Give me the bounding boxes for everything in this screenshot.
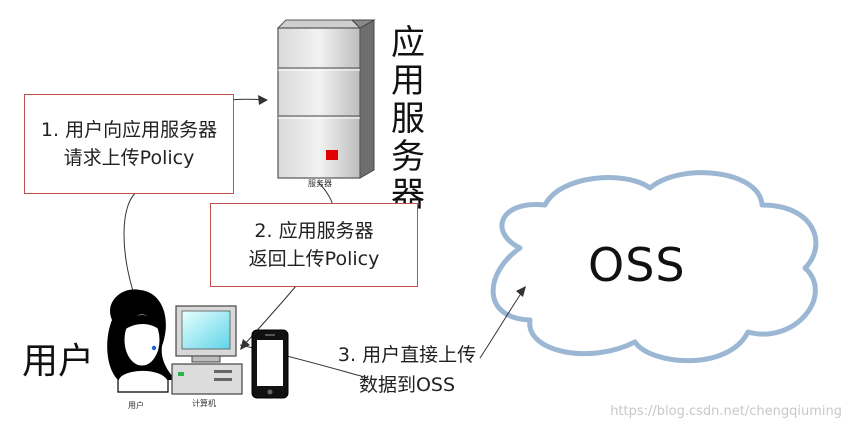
server-label-char: 用 — [391, 61, 425, 101]
computer-caption: 计算机 — [192, 399, 216, 408]
step1-box: 1. 用户向应用服务器 请求上传Policy — [24, 94, 234, 194]
computer-icon — [171, 305, 243, 395]
server-caption: 服务器 — [308, 179, 332, 188]
step2-line2: 返回上传Policy — [248, 248, 380, 270]
server-vertical-label: 应 用 服 务 器 — [388, 24, 428, 214]
step3-text: 3. 用户直接上传 数据到OSS — [322, 340, 492, 400]
step2-line1: 2. 应用服务器 — [254, 220, 374, 242]
step1-line2: 请求上传Policy — [63, 147, 195, 169]
step3-line2: 数据到OSS — [358, 374, 456, 396]
watermark: https://blog.csdn.net/chengqiuming — [610, 404, 842, 419]
step1-line1: 1. 用户向应用服务器 — [40, 119, 218, 141]
server-indicator-light — [326, 150, 338, 160]
step3-line1: 3. 用户直接上传 — [337, 344, 477, 366]
server-icon — [276, 19, 376, 179]
server-label-char: 务 — [391, 137, 425, 177]
user-label: 用户 — [22, 341, 95, 382]
user-avatar-icon — [107, 289, 176, 393]
user-caption: 用户 — [128, 401, 144, 410]
step2-box: 2. 应用服务器 返回上传Policy — [210, 203, 418, 287]
server-label-char: 服 — [391, 99, 425, 139]
server-label-char: 应 — [391, 23, 425, 63]
oss-cloud-icon — [490, 170, 819, 364]
phone-icon — [251, 329, 289, 399]
oss-label: OSS — [588, 238, 686, 292]
